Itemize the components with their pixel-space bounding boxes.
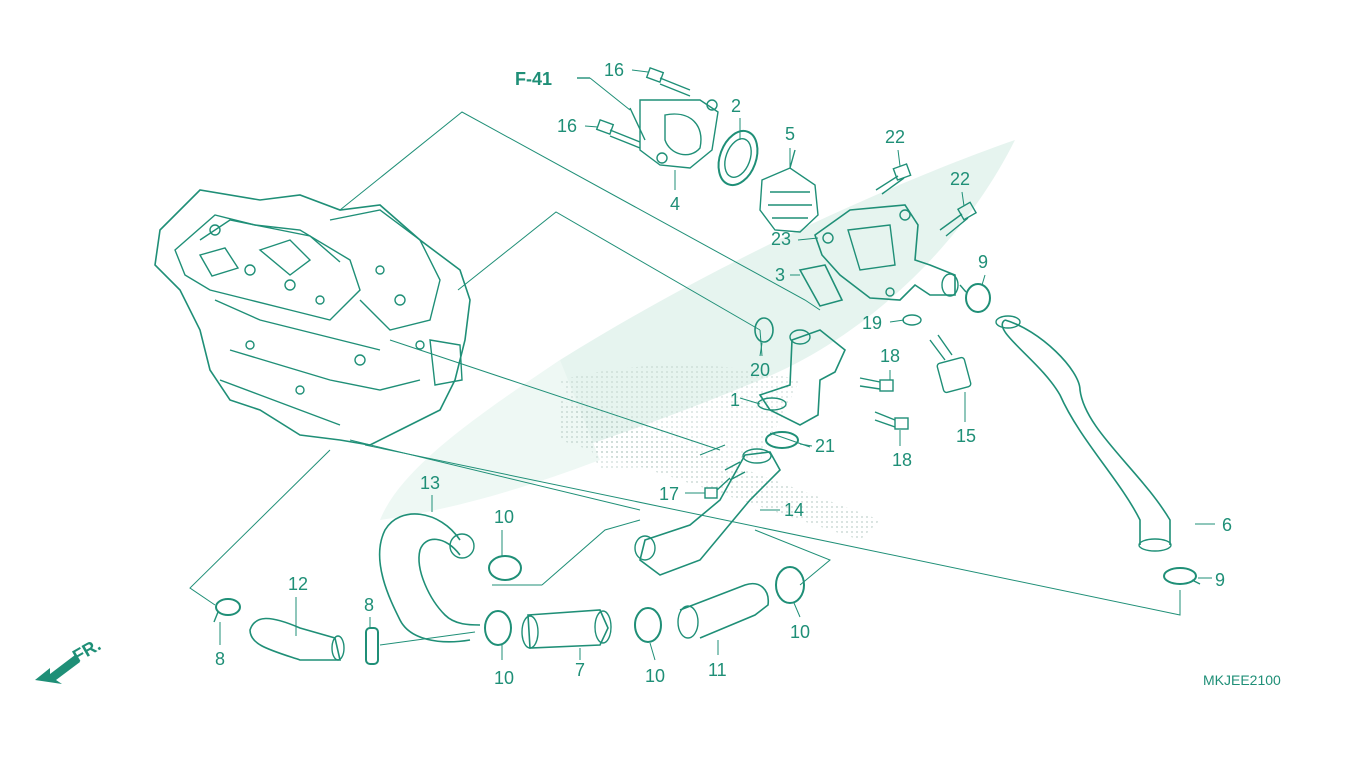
- washer-19: [902, 314, 922, 326]
- callout-19: 19: [862, 313, 882, 333]
- callout-13: 13: [420, 473, 440, 493]
- callout-16-lower: 16: [557, 116, 577, 136]
- callout-23: 23: [771, 229, 791, 249]
- callout-22-right: 22: [950, 169, 970, 189]
- leader-lines: [189, 77, 1181, 646]
- hose-6: [995, 315, 1172, 552]
- hose-12: [249, 617, 345, 661]
- callout-14: 14: [784, 500, 804, 520]
- o-ring-21: [765, 431, 799, 449]
- callout-10-c: 10: [645, 666, 665, 686]
- bolt-18-upper: [859, 377, 894, 392]
- callout-4: 4: [670, 194, 680, 214]
- temperature-sensor: [929, 334, 972, 394]
- engine-block: [154, 189, 471, 446]
- callout-17: 17: [659, 484, 679, 504]
- hose-11: [677, 583, 770, 639]
- callout-6: 6: [1222, 515, 1232, 535]
- reference-label: F-41: [515, 69, 552, 89]
- callout-3: 3: [775, 265, 785, 285]
- clamp-8-a: [213, 598, 241, 623]
- callout-5: 5: [785, 124, 795, 144]
- clamp-9-lower: [1163, 567, 1201, 585]
- callout-1: 1: [730, 390, 740, 410]
- wing-logo-watermark: [380, 140, 1015, 540]
- callout-11: 11: [708, 660, 727, 680]
- bolt-18-lower: [874, 411, 909, 430]
- thermostat-cover: [629, 99, 719, 169]
- callout-20: 20: [750, 360, 770, 380]
- callout-2: 2: [731, 96, 741, 116]
- callout-10-b: 10: [494, 668, 514, 688]
- clamp-10-a: [488, 555, 522, 581]
- clamp-10-c: [634, 607, 662, 643]
- diagram-code: MKJEE2100: [1203, 672, 1281, 688]
- clamp-10-d: [775, 566, 805, 604]
- pipe-7: [521, 609, 612, 649]
- thermostat: [759, 149, 819, 233]
- o-ring-20: [754, 317, 774, 343]
- gasket-3: [798, 264, 844, 307]
- callout-18-upper: 18: [880, 346, 900, 366]
- front-direction-arrow: FR.: [35, 635, 104, 684]
- callout-7: 7: [575, 660, 585, 680]
- bolt-16-lower: [595, 119, 641, 149]
- callout-21: 21: [815, 436, 835, 456]
- callout-9-upper: 9: [978, 252, 988, 272]
- clamp-8-b: [365, 627, 379, 665]
- water-pipe-1: [757, 329, 846, 426]
- callout-15: 15: [956, 426, 976, 446]
- clamp-10-b: [484, 610, 512, 646]
- callout-10-d: 10: [790, 622, 810, 642]
- callout-16-upper: 16: [604, 60, 624, 80]
- bolt-16-upper: [645, 67, 691, 97]
- bolt-22-upper: [875, 163, 912, 195]
- callout-10-a: 10: [494, 507, 514, 527]
- callout-18-lower: 18: [892, 450, 912, 470]
- callout-12: 12: [288, 574, 308, 594]
- callout-8-left: 8: [215, 649, 225, 669]
- o-ring-2: [717, 129, 759, 187]
- thermostat-housing: [814, 204, 959, 301]
- callout-8-mid: 8: [364, 595, 374, 615]
- clamp-9-upper: [959, 283, 991, 313]
- pipe-14: [634, 448, 781, 576]
- callout-22-upper: 22: [885, 127, 905, 147]
- callout-9-lower: 9: [1215, 570, 1225, 590]
- hose-13: [378, 513, 481, 643]
